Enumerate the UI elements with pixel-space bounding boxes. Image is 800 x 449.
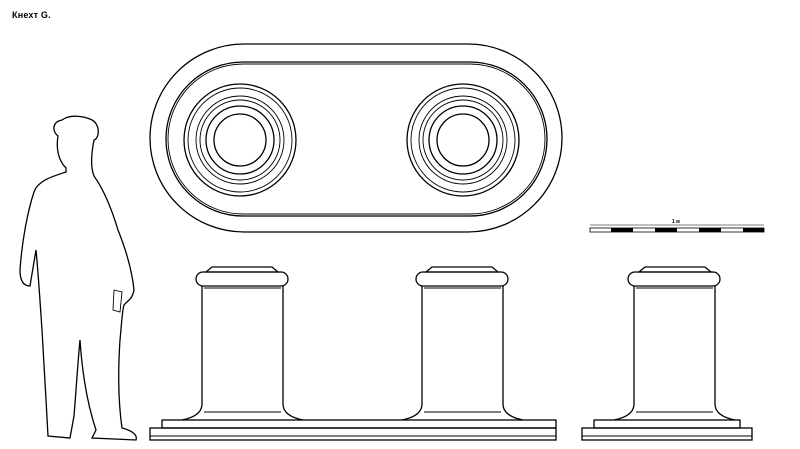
- plan-view: [149, 43, 563, 233]
- left-post-elevation: [181, 266, 304, 421]
- front-elevation: [149, 266, 557, 441]
- credit-text: [764, 440, 765, 444]
- right-post-plan: [406, 83, 520, 197]
- left-post-plan: [183, 83, 297, 197]
- drawing-title: Кнехт G.: [12, 10, 51, 20]
- human-figure: [19, 115, 137, 441]
- right-post-elevation: [401, 266, 524, 421]
- side-elevation: [581, 266, 753, 441]
- scale-bar-label: 1 м: [672, 219, 680, 225]
- scale-bar: [589, 224, 765, 233]
